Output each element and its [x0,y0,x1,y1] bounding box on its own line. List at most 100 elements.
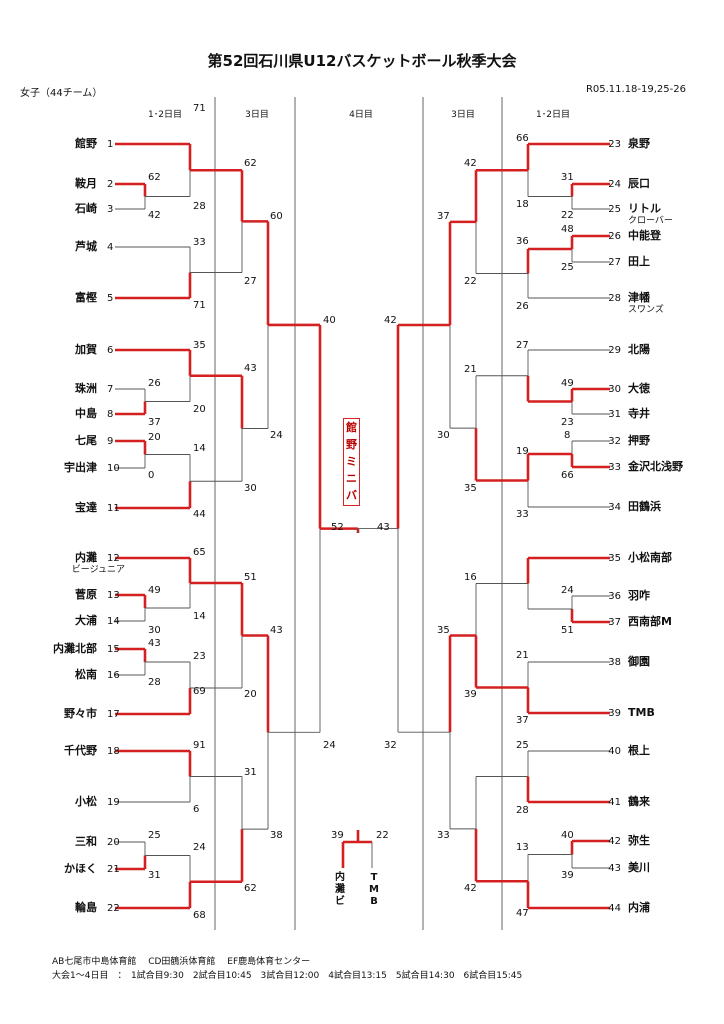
score: 28 [193,201,206,212]
team-number: 40 [608,746,621,757]
team-number: 3 [107,204,114,215]
score: 33 [516,509,529,520]
team-number: 18 [107,746,120,757]
team-number: 1 [107,139,114,150]
team-name: 小松 [75,795,97,808]
score: 36 [516,236,529,247]
team-number: 35 [608,553,621,564]
score: 32 [384,740,397,751]
score: 42 [148,210,161,221]
team-subname: クローバー [628,216,673,226]
footer-schedule: 大会1～4日目 ： 1試合目9:30 2試合目10:45 3試合目12:00 4… [52,971,523,981]
score: 37 [437,211,450,222]
team-number: 28 [608,293,621,304]
day-header-left-12: 1･2日目 [148,110,182,120]
team-name: 根上 [628,744,650,757]
team-number: 15 [107,644,120,655]
team-name: 内灘 [75,551,97,564]
score: 25 [516,740,529,751]
score: 43 [377,522,390,533]
page-title: 第52回石川県U12バスケットボール秋季大会 [207,52,517,70]
team-number: 33 [608,462,621,473]
team-name: 七尾 [75,434,97,447]
team-name: かほく [64,862,97,875]
team-name: 御園 [628,655,650,668]
score: 24 [561,585,574,596]
day-header-4: 4日目 [349,110,373,120]
score: 35 [193,340,206,351]
score: 23 [561,417,574,428]
score: 21 [516,650,529,661]
team-name: 宝達 [75,501,97,514]
score: 39 [561,870,574,881]
score: 35 [437,625,450,636]
team-number: 31 [608,409,621,420]
score: 39 [331,830,344,841]
team-number: 6 [107,345,114,356]
score: 48 [561,224,574,235]
team-name: 北陽 [628,343,650,356]
score: 68 [193,910,206,921]
score: 37 [516,715,529,726]
team-name: 中能登 [628,229,661,242]
score: 69 [193,686,206,697]
team-name: 寺井 [628,407,650,420]
team-name: 押野 [628,434,650,447]
third-place-left-char: ビ [335,896,345,907]
team-number: 39 [608,708,621,719]
team-number: 13 [107,590,120,601]
score: 33 [437,830,450,841]
score: 47 [516,908,529,919]
score: 24 [323,740,336,751]
score: 71 [193,300,206,311]
score: 31 [148,870,161,881]
team-name: 羽咋 [628,589,650,602]
score: 66 [516,133,529,144]
team-number: 4 [107,242,114,253]
team-name: 大浦 [75,614,97,627]
team-number: 17 [107,709,120,720]
score: 27 [244,276,257,287]
champion-box: 館 野 ミ ニ バ [343,418,360,506]
score: 25 [148,830,161,841]
score: 22 [561,210,574,221]
team-name: 泉野 [628,137,650,150]
score: 8 [564,430,571,441]
team-number: 29 [608,345,621,356]
date-range: R05.11.18-19,25-26 [585,84,686,95]
score: 51 [561,625,574,636]
team-number: 8 [107,409,114,420]
team-number: 25 [608,204,621,215]
team-number: 38 [608,657,621,668]
team-name: 菅原 [75,588,97,601]
score: 52 [331,522,344,533]
score: 33 [193,237,206,248]
score: 28 [516,805,529,816]
team-name: 鶴来 [628,795,650,808]
team-name: 田鶴浜 [628,500,661,513]
score: 21 [464,364,477,375]
team-number: 24 [608,179,621,190]
team-name: 弥生 [628,834,650,847]
team-number: 30 [608,384,621,395]
team-number: 9 [107,436,114,447]
score: 24 [270,430,283,441]
score: 91 [193,740,206,751]
score: 35 [464,483,477,494]
score: 31 [244,767,257,778]
team-number: 20 [107,837,120,848]
team-name: 宇出津 [64,461,97,474]
score: 37 [148,417,161,428]
footer-venues: AB七尾市中島体育館 CD田鶴浜体育館 EF鹿島体育センター [52,957,311,967]
team-number: 10 [107,463,120,474]
team-name: 金沢北浅野 [628,460,683,473]
team-number: 2 [107,179,114,190]
third-place-right-char: B [370,896,378,907]
score: 65 [193,547,206,558]
day-header-right-12: 1･2日目 [536,110,570,120]
score: 60 [270,211,283,222]
team-name: リトル [628,202,661,215]
team-name: 辰口 [628,177,650,190]
team-name: 鞍月 [75,177,97,190]
